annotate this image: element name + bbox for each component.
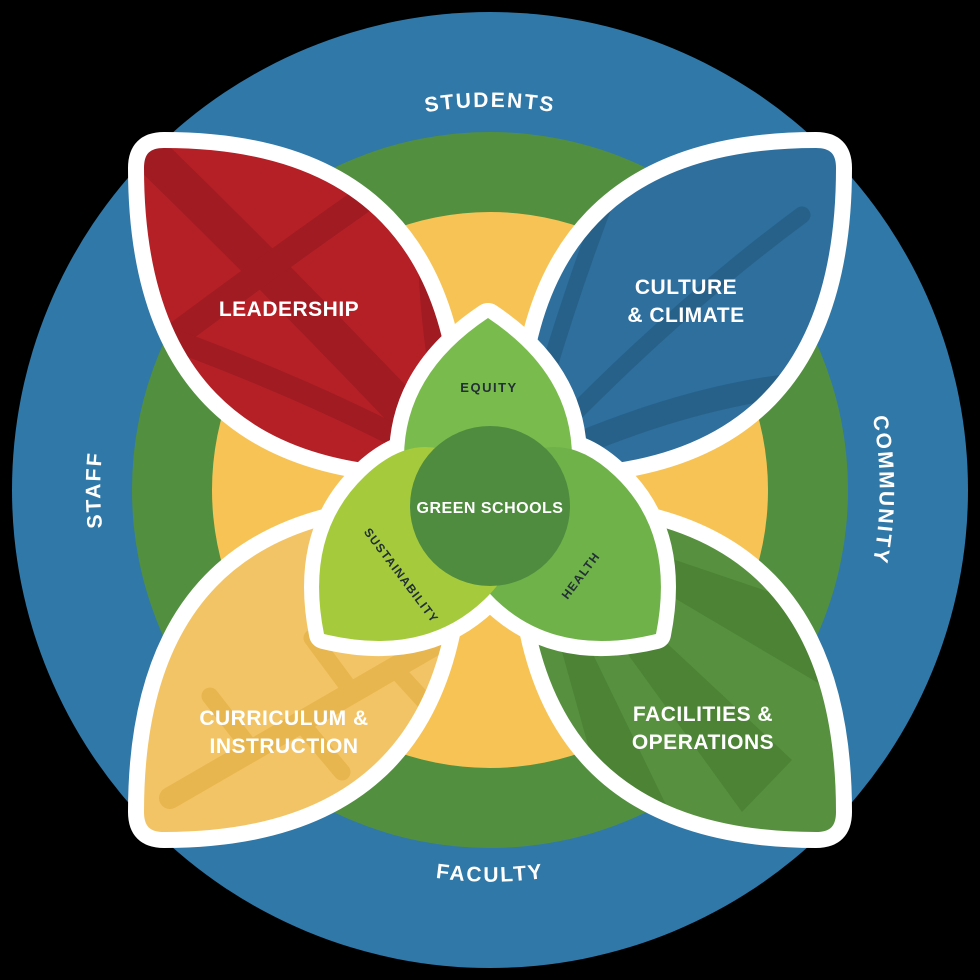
label-culture-line2: & CLIMATE — [627, 304, 744, 327]
label-equity: EQUITY — [460, 380, 517, 395]
label-facilities-line1: FACILITIES & — [633, 703, 773, 726]
twig-branch-2 — [291, 713, 351, 781]
label-facilities-line2: OPERATIONS — [632, 731, 774, 754]
ring-label-staff-text: STAFF — [82, 451, 105, 530]
label-green-schools: GREEN SCHOOLS — [417, 500, 564, 517]
label-curriculum-line2: INSTRUCTION — [210, 735, 359, 758]
ring-label-staff: STAFF — [82, 451, 107, 530]
twig-branch-1 — [201, 687, 261, 759]
label-leadership: LEADERSHIP — [219, 298, 359, 321]
label-curriculum-line1: CURRICULUM & — [199, 707, 368, 730]
ring-label-faculty: FACULTY — [435, 860, 545, 887]
label-culture-line1: CULTURE — [635, 276, 737, 299]
ring-label-faculty-text: FACULTY — [435, 860, 543, 887]
green-schools-core-circle — [410, 426, 570, 586]
